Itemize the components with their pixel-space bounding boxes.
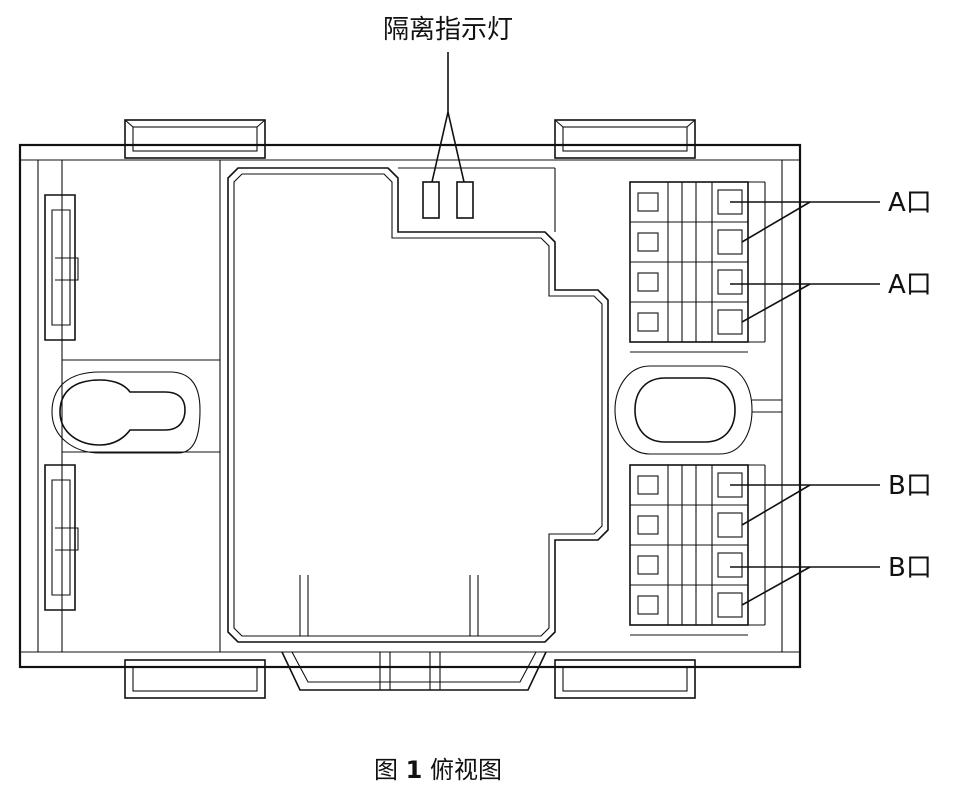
bottom-right-clip	[554, 659, 696, 699]
terminal-block-a	[629, 181, 766, 353]
caption-prefix: 图	[374, 756, 406, 784]
bottom-connector-lip	[281, 651, 547, 691]
top-right-clip	[554, 119, 696, 159]
center-board	[227, 167, 609, 643]
port-label-b1: B口	[888, 471, 932, 501]
port-label-b2: B口	[888, 553, 932, 583]
isolation-leds	[422, 181, 474, 219]
top-left-clip	[124, 119, 266, 159]
upper-frame	[398, 167, 556, 232]
port-label-a1: A口	[888, 188, 932, 218]
indicator-label: 隔离指示灯	[383, 15, 513, 45]
port-leaders	[730, 201, 880, 606]
left-mounting-hole	[51, 371, 201, 454]
left-compartment	[62, 160, 221, 652]
right-mounting-hole	[614, 365, 782, 455]
indicator-leader	[431, 52, 465, 183]
outer-housing	[18, 143, 802, 669]
left-upper-latch	[44, 194, 79, 341]
bottom-left-clip	[124, 659, 266, 699]
caption-number: 1	[406, 756, 423, 784]
terminal-block-b	[629, 464, 766, 636]
port-label-a2: A口	[888, 270, 932, 300]
left-lower-latch	[44, 464, 79, 611]
caption-suffix: 俯视图	[422, 756, 502, 784]
figure-caption: 图 1 俯视图	[374, 756, 502, 784]
